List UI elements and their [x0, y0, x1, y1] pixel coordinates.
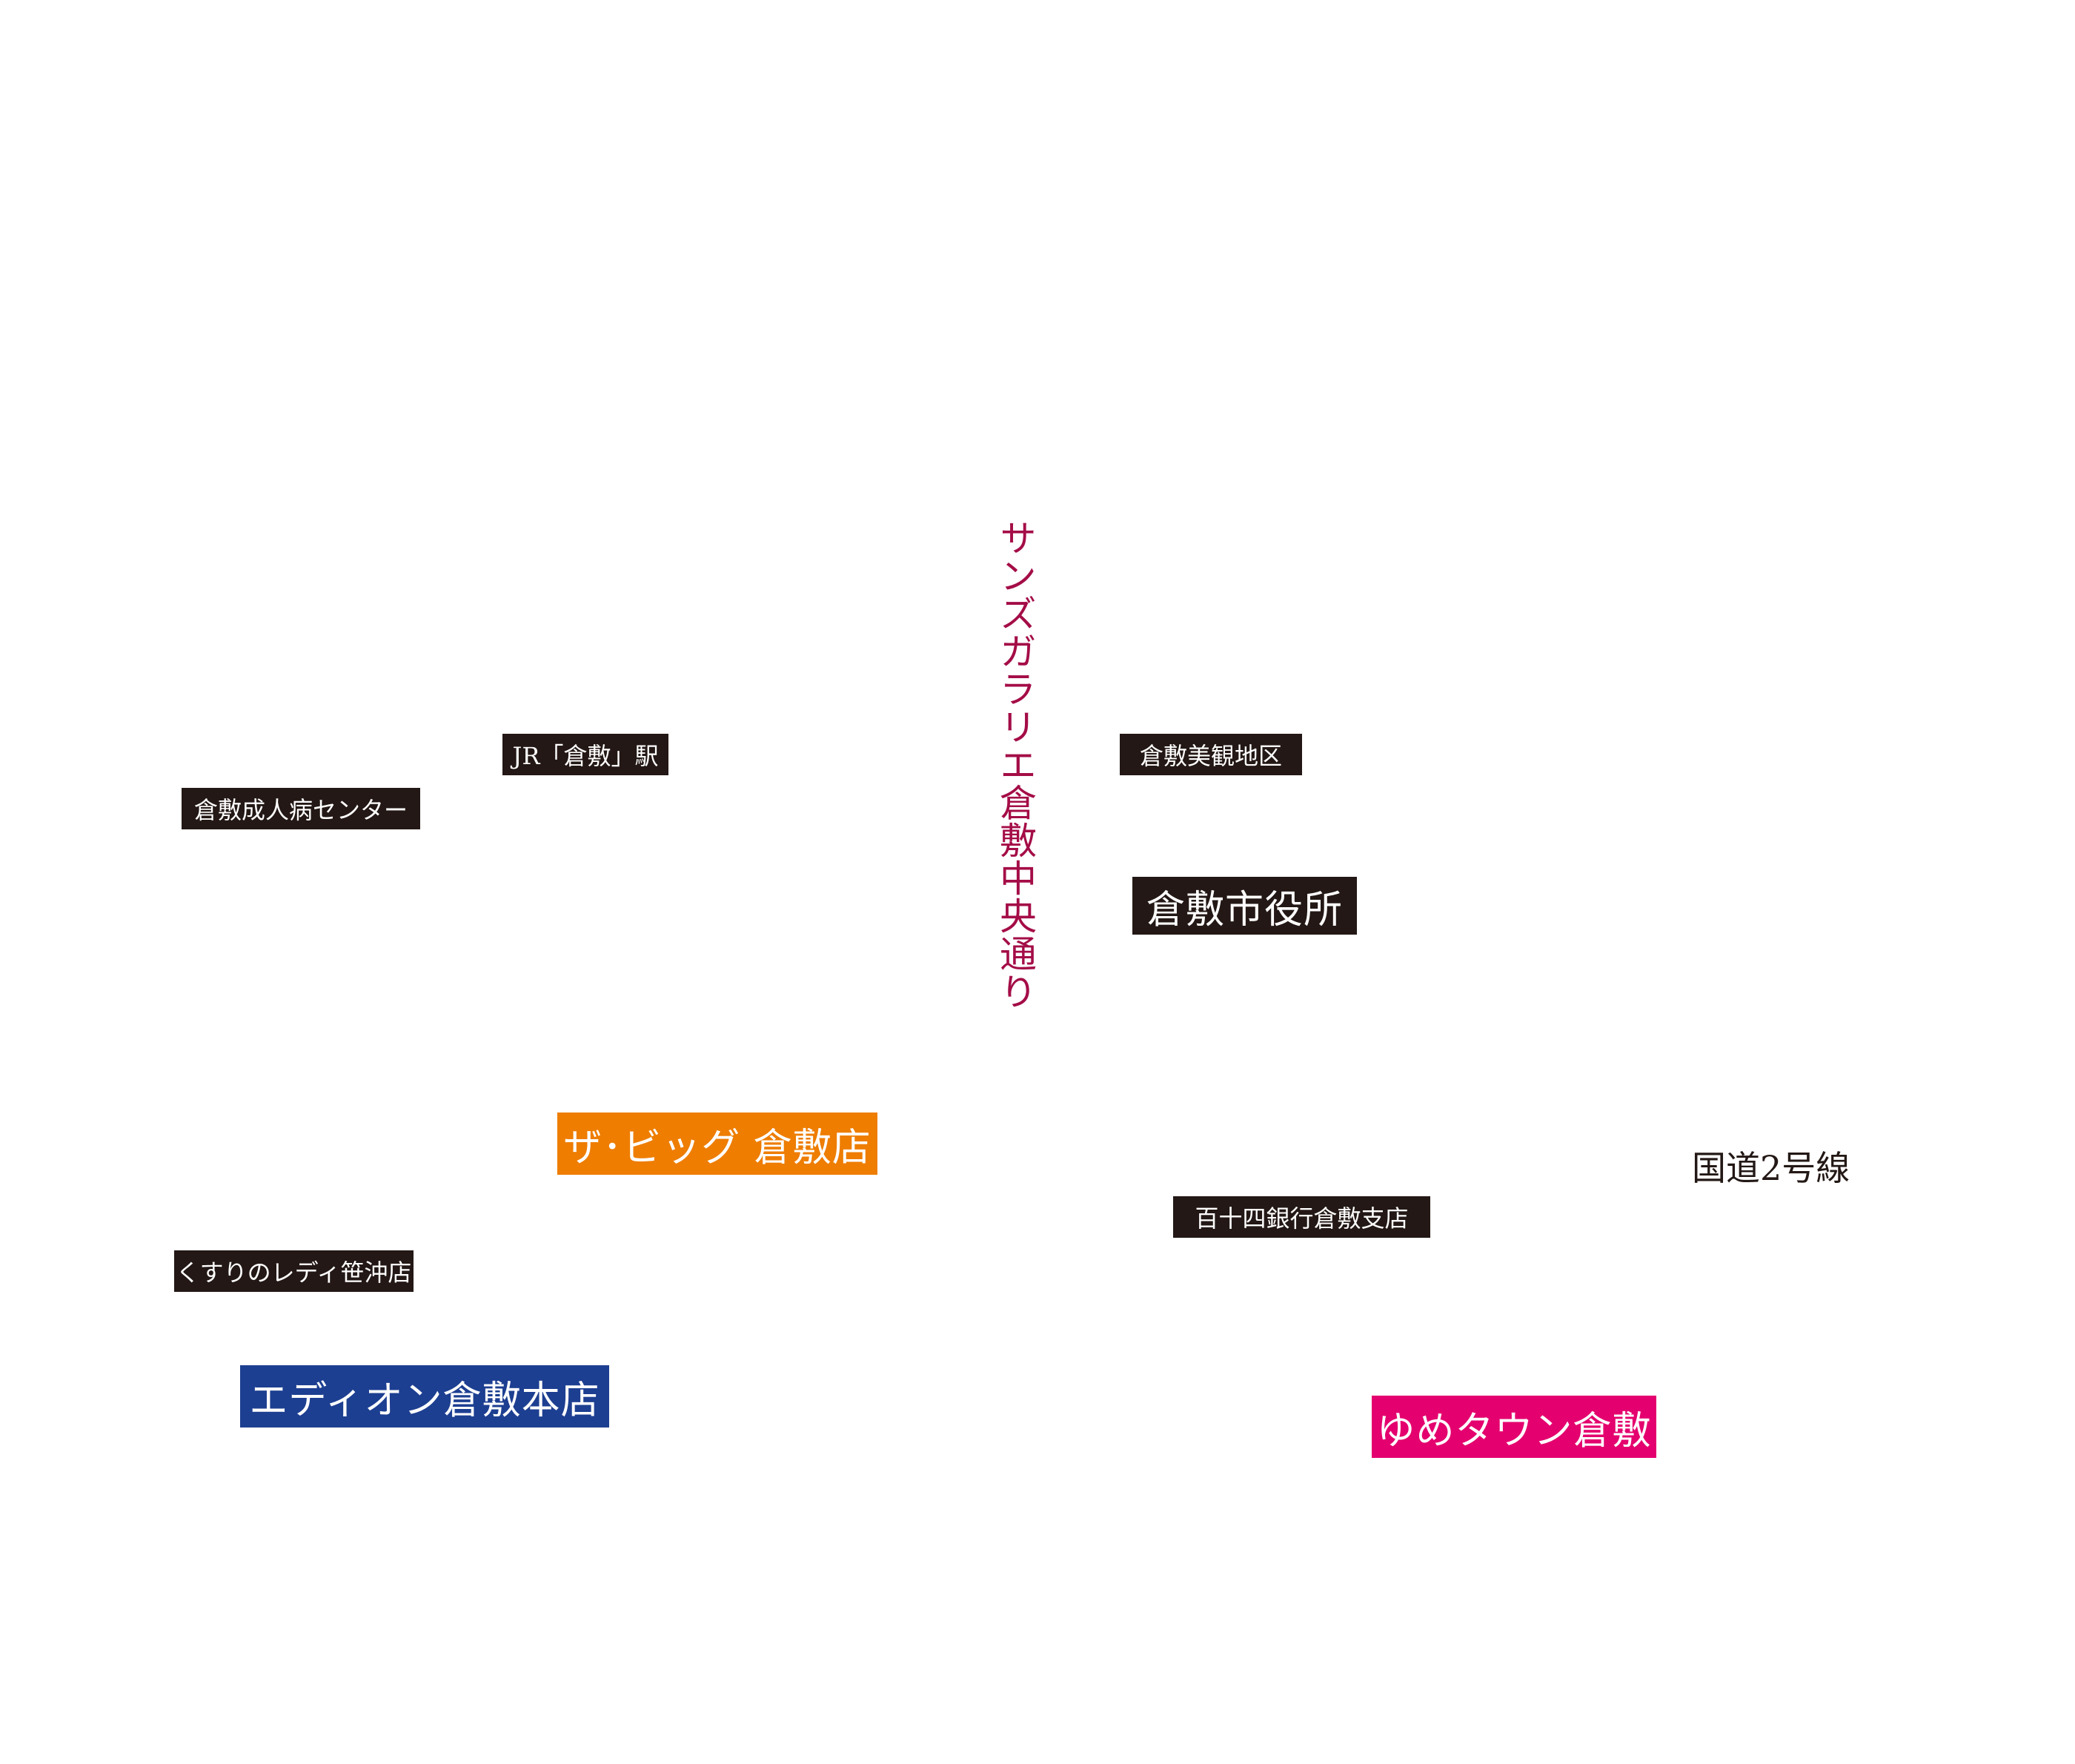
landmark-label-youme-town-kurashiki: ゆめタウン倉敷	[1372, 1396, 1656, 1458]
landmark-label-kusuri-no-lady-sasaoki: くすりのレディ笹沖店	[174, 1250, 414, 1292]
street-name-sunsgalarie-central-avenue: サンズガラリエ倉敷中央通り	[994, 519, 1037, 1010]
landmark-label-114-bank-kurashiki-branch: 百十四銀行倉敷支店	[1173, 1196, 1430, 1238]
landmark-label-kurashiki-adult-disease-center: 倉敷成人病センター	[182, 788, 420, 829]
road-name-route-2: 国道2号線	[1692, 1148, 1850, 1188]
landmark-label-jr-kurashiki-station: JR「倉敷」駅	[502, 734, 668, 775]
landmark-label-edion-kurashiki-main-store: エディオン倉敷本店	[240, 1365, 609, 1428]
landmark-label-kurashiki-city-hall: 倉敷市役所	[1132, 877, 1357, 935]
landmark-label-kurashiki-bikan-district: 倉敷美観地区	[1120, 734, 1302, 775]
landmark-label-the-big-kurashiki: ザ･ビッグ 倉敷店	[557, 1113, 877, 1175]
